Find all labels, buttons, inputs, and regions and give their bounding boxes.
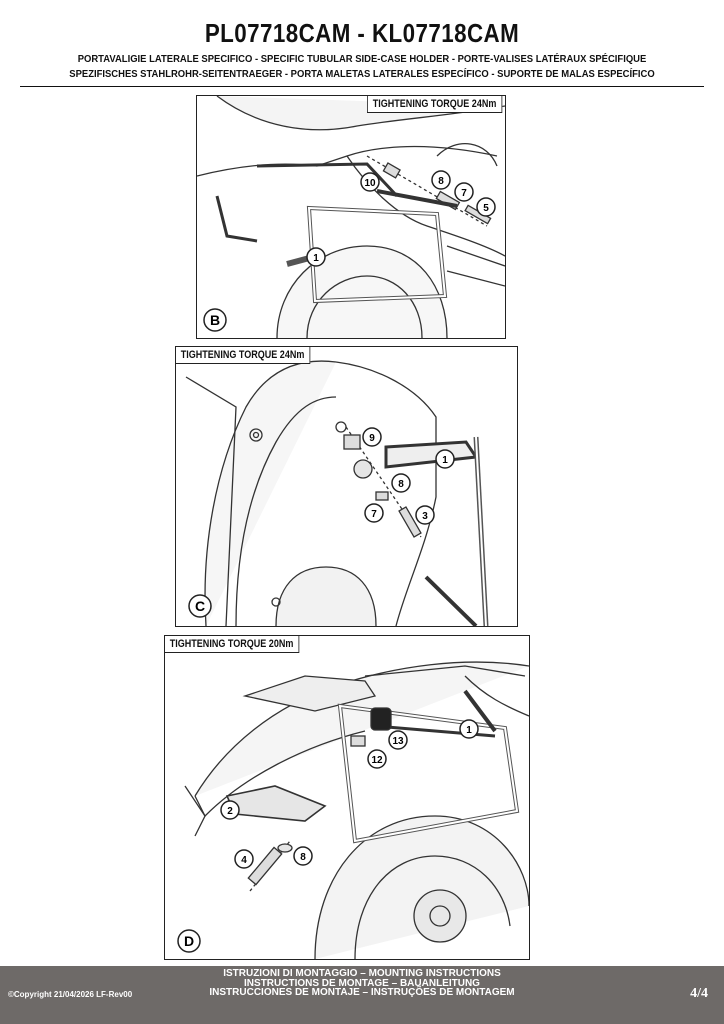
panel-d-label: D [177,929,201,953]
svg-text:1: 1 [313,253,319,264]
callout-c-9: 9 [362,427,382,447]
callout-d-12: 12 [367,749,387,769]
callout-d-2: 2 [220,800,240,820]
panel-c: 9 1 8 7 3 C TIGHTENING TORQUE 24Nm [175,346,518,627]
svg-text:5: 5 [483,203,489,214]
svg-text:D: D [184,933,194,949]
panel-b: 10 8 7 5 1 B TIGHTENING TORQUE 24Nm [196,95,506,339]
panel-d-torque-label: TIGHTENING TORQUE 20Nm [165,636,300,653]
document-header: PL07718CAM - KL07718CAM PORTAVALIGIE LAT… [0,0,724,88]
panel-c-illustration: 9 1 8 7 3 C [185,360,489,626]
svg-text:13: 13 [392,736,404,747]
svg-text:3: 3 [422,511,428,522]
footer-line-2: INSTRUCTIONS DE MONTAGE – BAUANLEITUNG [244,977,480,989]
callout-d-13: 13 [388,730,408,750]
panel-d-illustration: 1 13 12 2 4 8 D [177,661,529,959]
callout-b-8: 8 [431,170,451,190]
panel-d: 1 13 12 2 4 8 D TIGHTENING TORQUE 20Nm [164,635,530,960]
document-footer: ISTRUZIONI DI MONTAGGIO – MOUNTING INSTR… [0,966,724,1024]
svg-text:4: 4 [241,855,247,866]
panel-b-callouts: 10 8 7 5 1 B [203,170,496,332]
header-divider [20,86,704,87]
svg-text:10: 10 [364,178,376,189]
callout-d-4: 4 [234,849,254,869]
panel-b-label: B [203,308,227,332]
document-title: PL07718CAM - KL07718CAM [204,18,520,48]
callout-d-1: 1 [459,719,479,739]
panel-b-illustration: 10 8 7 5 1 B [197,96,505,338]
callout-b-10: 10 [360,172,380,192]
panel-c-label: C [188,594,212,618]
svg-text:1: 1 [442,455,448,466]
svg-text:B: B [210,312,220,328]
callout-c-7: 7 [364,503,384,523]
footer-line-1: ISTRUZIONI DI MONTAGGIO – MOUNTING INSTR… [223,968,501,979]
svg-text:7: 7 [461,188,467,199]
footer-instructions: ISTRUZIONI DI MONTAGGIO – MOUNTING INSTR… [0,969,724,998]
svg-text:1: 1 [466,725,472,736]
panel-c-callouts: 9 1 8 7 3 C [188,427,455,618]
callout-b-7: 7 [454,182,474,202]
svg-text:8: 8 [398,479,404,490]
panel-d-callouts: 1 13 12 2 4 8 D [177,719,479,953]
svg-text:8: 8 [300,852,306,863]
panel-c-torque-label: TIGHTENING TORQUE 24Nm [176,347,311,364]
page-number: 4/4 [690,986,708,1001]
svg-text:8: 8 [438,176,444,187]
document-subtitle-line-1: PORTAVALIGIE LATERALE SPECIFICO - SPECIF… [77,53,647,65]
svg-text:C: C [195,598,205,614]
copyright-text: ©Copyright 21/04/2026 LF-Rev00 [8,990,133,999]
document-subtitle-line-2: SPEZIFISCHES STAHLROHR-SEITENTRAEGER - P… [69,68,655,80]
svg-text:2: 2 [227,806,233,817]
callout-d-8: 8 [293,846,313,866]
svg-text:9: 9 [369,433,375,444]
callout-c-8: 8 [391,473,411,493]
callout-c-1: 1 [435,449,455,469]
panel-b-torque-label: TIGHTENING TORQUE 24Nm [367,96,503,113]
svg-text:12: 12 [371,755,383,766]
footer-line-3: INSTRUCCIONES DE MONTAJE – INSTRUÇÕES DE… [209,987,515,998]
callout-c-3: 3 [415,505,435,525]
svg-text:7: 7 [371,509,377,520]
callout-b-1: 1 [306,247,326,267]
callout-b-5: 5 [476,197,496,217]
